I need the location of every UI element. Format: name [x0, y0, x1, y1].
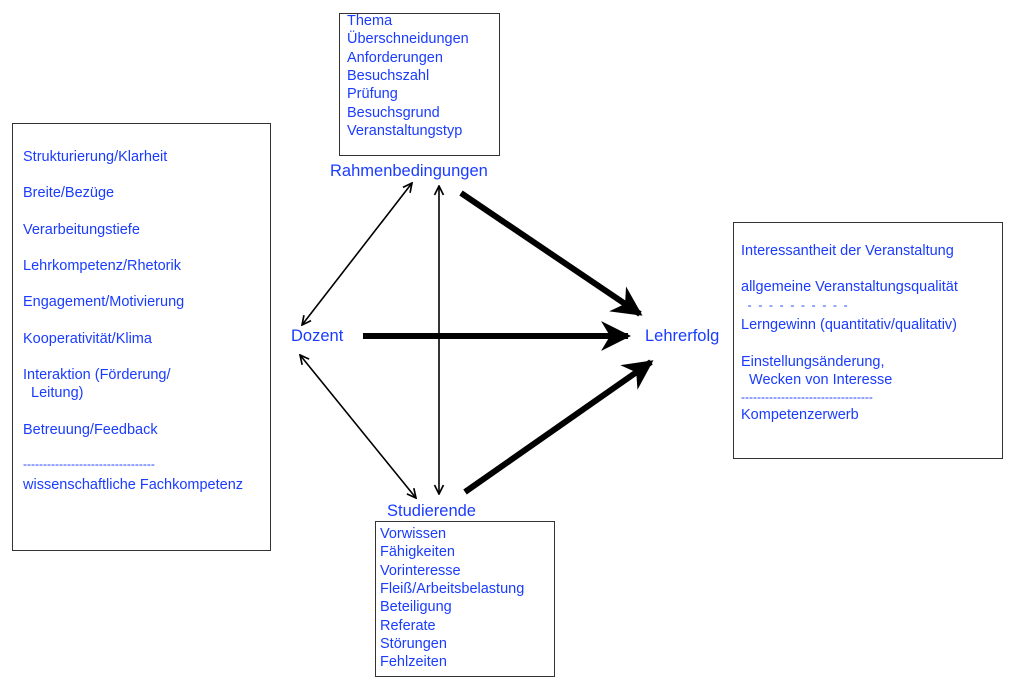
dozent-item: Lehrkompetenz/Rhetorik	[23, 258, 181, 274]
studierende-item: Fehlzeiten	[380, 654, 447, 671]
dozent-item: Kooperativität/Klima	[23, 331, 152, 347]
lehrerfolg-item-lerngewinn: Lerngewinn (quantitativ/qualitativ)	[741, 317, 958, 333]
lehrerfolg-item-qualitaet: allgemeine Veranstaltungsqualität	[741, 279, 958, 295]
rahmenbedingungen-item: Besuchsgrund	[347, 104, 440, 121]
rahmenbedingungen-item: Thema	[347, 13, 393, 29]
rahmenbedingungen-item: Prüfung	[347, 86, 398, 103]
lehrerfolg-item-interessantheit: Interessantheit der Veranstaltung	[741, 243, 954, 259]
node-studierende: Studierende	[387, 502, 476, 520]
node-dozent: Dozent	[291, 327, 344, 345]
rahmenbedingungen-item: Überschneidungen	[347, 31, 469, 48]
studierende-item: Störungen	[380, 635, 447, 652]
rahmenbedingungen-box	[339, 13, 500, 156]
rahmenbedingungen-item: Besuchszahl	[347, 67, 430, 84]
rahmenbedingungen-item: Anforderungen	[347, 49, 443, 66]
node-lehrerfolg: Lehrerfolg	[645, 327, 720, 345]
dozent-box	[12, 123, 271, 551]
lehrerfolg-item-kompetenz: Kompetenzerwerb	[741, 407, 859, 423]
lehrerfolg-item-einstellung: Einstellungsänderung, Wecken von Interes…	[741, 354, 893, 388]
lehrerfolg-dashed-separator: - - - - - - - - - -	[741, 298, 848, 312]
studierende-item: Vorwissen	[380, 526, 447, 542]
dozent-separator: ---------------------------------	[23, 457, 155, 471]
dozent-item-fachkompetenz: wissenschaftliche Fachkompetenz	[23, 477, 244, 493]
studierende-item: Fähigkeiten	[380, 544, 455, 561]
studierende-item: Vorinteresse	[380, 562, 461, 579]
dozent-item: Verarbeitungstiefe	[23, 222, 140, 238]
lehrerfolg-separator: ---------------------------------	[741, 390, 873, 404]
dozent-item: Strukturierung/Klarheit	[23, 149, 168, 165]
node-rahmenbedingungen: Rahmenbedingungen	[330, 162, 488, 180]
dozent-item: Breite/Bezüge	[23, 185, 115, 201]
dozent-item: Betreuung/Feedback	[23, 422, 158, 438]
studierende-item: Referate	[380, 617, 436, 634]
edge-dozent-studierende	[300, 355, 416, 498]
edge-rahmen-lehrerfolg	[459, 190, 643, 317]
studierende-item: Fleiß/Arbeitsbelastung	[380, 580, 525, 597]
lehrerfolg-box	[733, 222, 1003, 459]
edge-dozent-rahmen	[302, 183, 412, 325]
studierende-item: Beteiligung	[380, 599, 452, 616]
rahmenbedingungen-item: Veranstaltungstyp	[347, 122, 463, 139]
edge-studierende-lehrerfolg	[463, 359, 654, 495]
dozent-item: Interaktion (Förderung/ Leitung)	[23, 367, 171, 401]
studierende-box	[375, 521, 555, 677]
dozent-item: Engagement/Motivierung	[23, 294, 185, 310]
